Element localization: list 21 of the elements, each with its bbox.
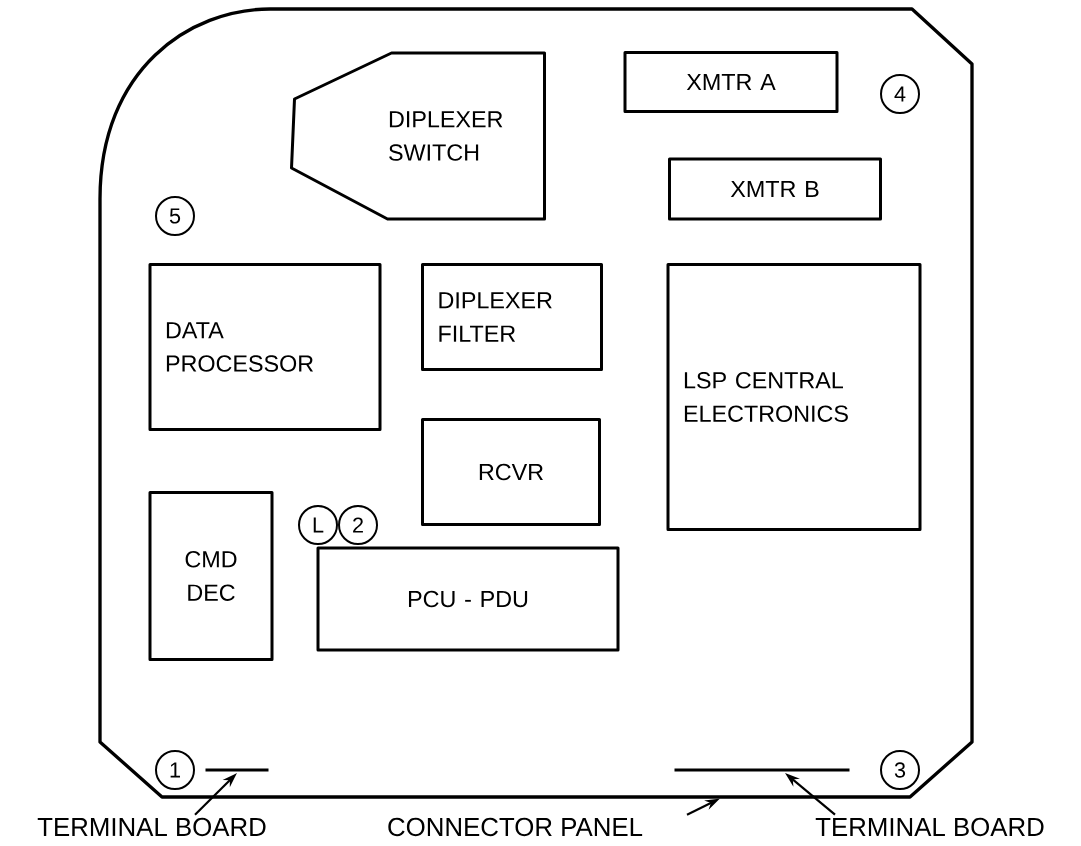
terminal-board xyxy=(674,768,850,772)
callout-number: 2 xyxy=(338,505,378,545)
callout-number: 5 xyxy=(155,196,195,236)
panel-outline xyxy=(98,7,974,799)
label-text: TERMINAL BOARD xyxy=(815,817,1044,837)
module-box: XMTR A xyxy=(623,51,839,113)
label-text: CONNECTOR PANEL xyxy=(388,817,643,837)
module-box: RCVR xyxy=(421,418,601,526)
module-box: DATA PROCESSOR xyxy=(148,263,382,431)
module-box: DIPLEXER SWITCH xyxy=(290,51,546,221)
module-box: PCU - PDU xyxy=(316,546,620,652)
label-text: TERMINAL BOARD xyxy=(37,817,266,837)
module-box: CMD DEC xyxy=(148,491,274,661)
callout-number: 4 xyxy=(880,74,920,114)
callout-number: 1 xyxy=(155,750,195,790)
module-box: LSP CENTRAL ELECTRONICS xyxy=(666,263,922,531)
module-box: DIPLEXER FILTER xyxy=(421,263,603,371)
callout-number: L xyxy=(298,505,338,545)
callout-number: 3 xyxy=(880,750,920,790)
terminal-board xyxy=(205,768,269,772)
module-box: XMTR B xyxy=(668,157,882,221)
